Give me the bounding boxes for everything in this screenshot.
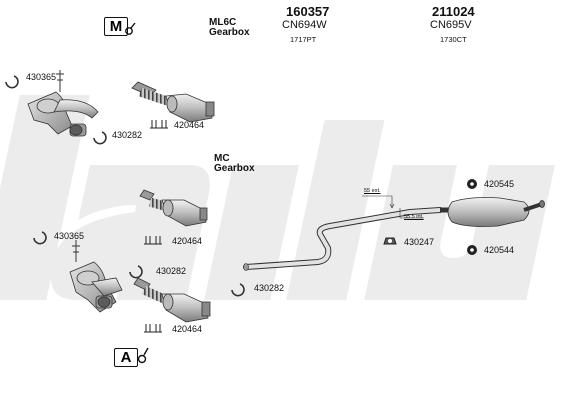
kit-1-number: 160357 (286, 4, 330, 19)
dimension-int: 55.5 int. (404, 214, 424, 220)
part-420464-c: 420464 (172, 324, 203, 334)
gearbox-mc-line1: MC (214, 153, 230, 164)
part-430282-b: 430282 (156, 266, 187, 276)
gearbox-mc-label: MC Gearbox (214, 154, 255, 174)
rear-silencer (440, 197, 545, 227)
icon-bottom-symbol: A (120, 349, 132, 366)
part-430365-a: 430365 (26, 72, 57, 82)
assembly-info-icon: A (114, 345, 149, 369)
part-430247: 430247 (404, 237, 435, 247)
catalyst-c (133, 277, 211, 323)
gearbox-ml6c-line1: ML6C (209, 17, 237, 28)
catalyst-a (131, 81, 215, 123)
intermediate-pipe (243, 207, 443, 271)
gearbox-ml6c-label: ML6C Gearbox (209, 18, 250, 38)
part-430365-b: 430365 (54, 231, 85, 241)
clamps (144, 120, 168, 333)
manifold-downpipe-b (69, 240, 123, 313)
dimension-leaders (362, 195, 424, 219)
part-430282-c: 430282 (254, 283, 285, 293)
rubber-mounts (383, 179, 477, 255)
kit-1-fitting: 1717PT (290, 35, 317, 44)
part-420464-b: 420464 (172, 236, 203, 246)
part-420545: 420545 (484, 179, 515, 189)
icon-top-symbol: M (109, 18, 123, 35)
gearbox-mc-line2: Gearbox (214, 163, 255, 174)
manifold-downpipe-a (27, 70, 99, 137)
gaskets (5, 75, 245, 297)
part-430282-a: 430282 (112, 130, 143, 140)
pin-icon-top (125, 23, 136, 35)
kit-2-fitting: 1730CT (440, 35, 467, 44)
catalyst-b (139, 189, 208, 227)
part-420464-a: 420464 (174, 120, 205, 130)
icon-bottom-box: A (114, 348, 138, 367)
kit-1-ref: CN694W (282, 19, 327, 31)
mounting-info-icon: M (104, 15, 136, 37)
kit-2-number: 211024 (432, 4, 475, 19)
pin-icon-bottom (137, 347, 149, 364)
kit-2-ref: CN695V (430, 19, 472, 31)
icon-top-box: M (104, 17, 128, 36)
gearbox-ml6c-line2: Gearbox (209, 27, 250, 38)
dimension-ext: 55 ext. (364, 188, 381, 194)
part-420544: 420544 (484, 245, 515, 255)
